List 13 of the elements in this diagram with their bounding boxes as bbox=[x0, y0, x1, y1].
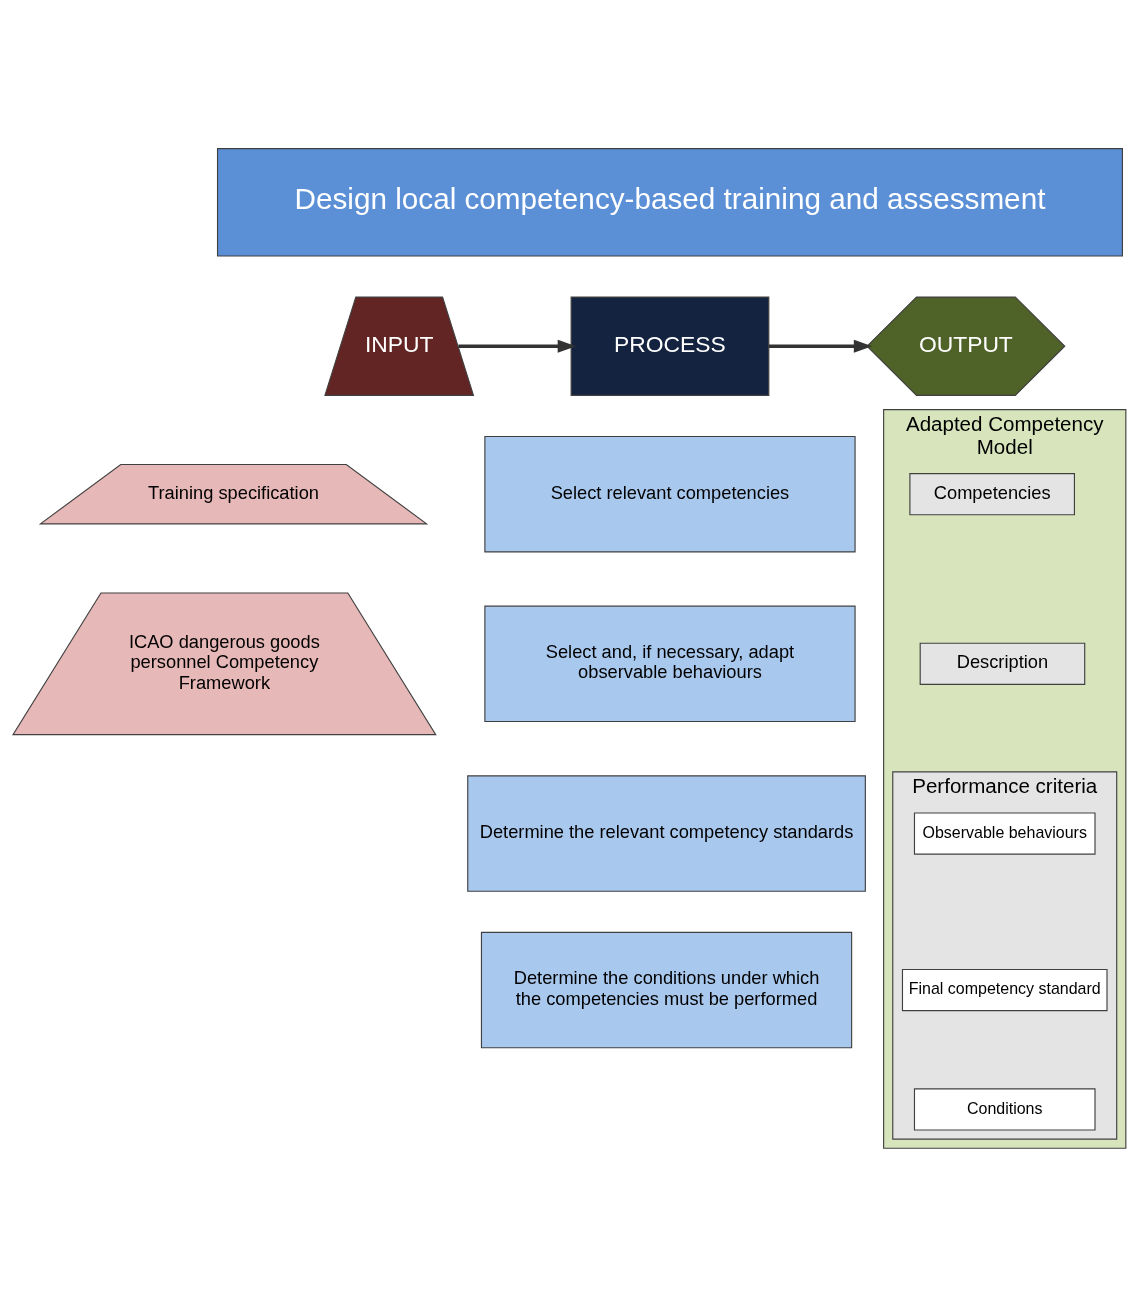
node-box: Select relevant competencies bbox=[484, 435, 856, 553]
node-box: Determine the conditions under which the competencies must be performed bbox=[480, 931, 853, 1049]
node-box: Final competency standard bbox=[901, 968, 1108, 1012]
node-box: Conditions bbox=[913, 1088, 1096, 1131]
node-box: Determine the relevant competency standards bbox=[467, 775, 866, 892]
arrow bbox=[768, 339, 873, 353]
node-box: Competencies bbox=[909, 473, 1075, 516]
node-box: PROCESS bbox=[570, 296, 770, 396]
node-box: Design local competency-based training and assessment bbox=[216, 148, 1123, 257]
node-box: Description bbox=[919, 642, 1086, 685]
node-box: Select and, if necessary, adapt observable behaviours bbox=[484, 605, 856, 723]
arrow bbox=[458, 339, 576, 353]
node-box: Observable behaviours bbox=[913, 812, 1096, 855]
